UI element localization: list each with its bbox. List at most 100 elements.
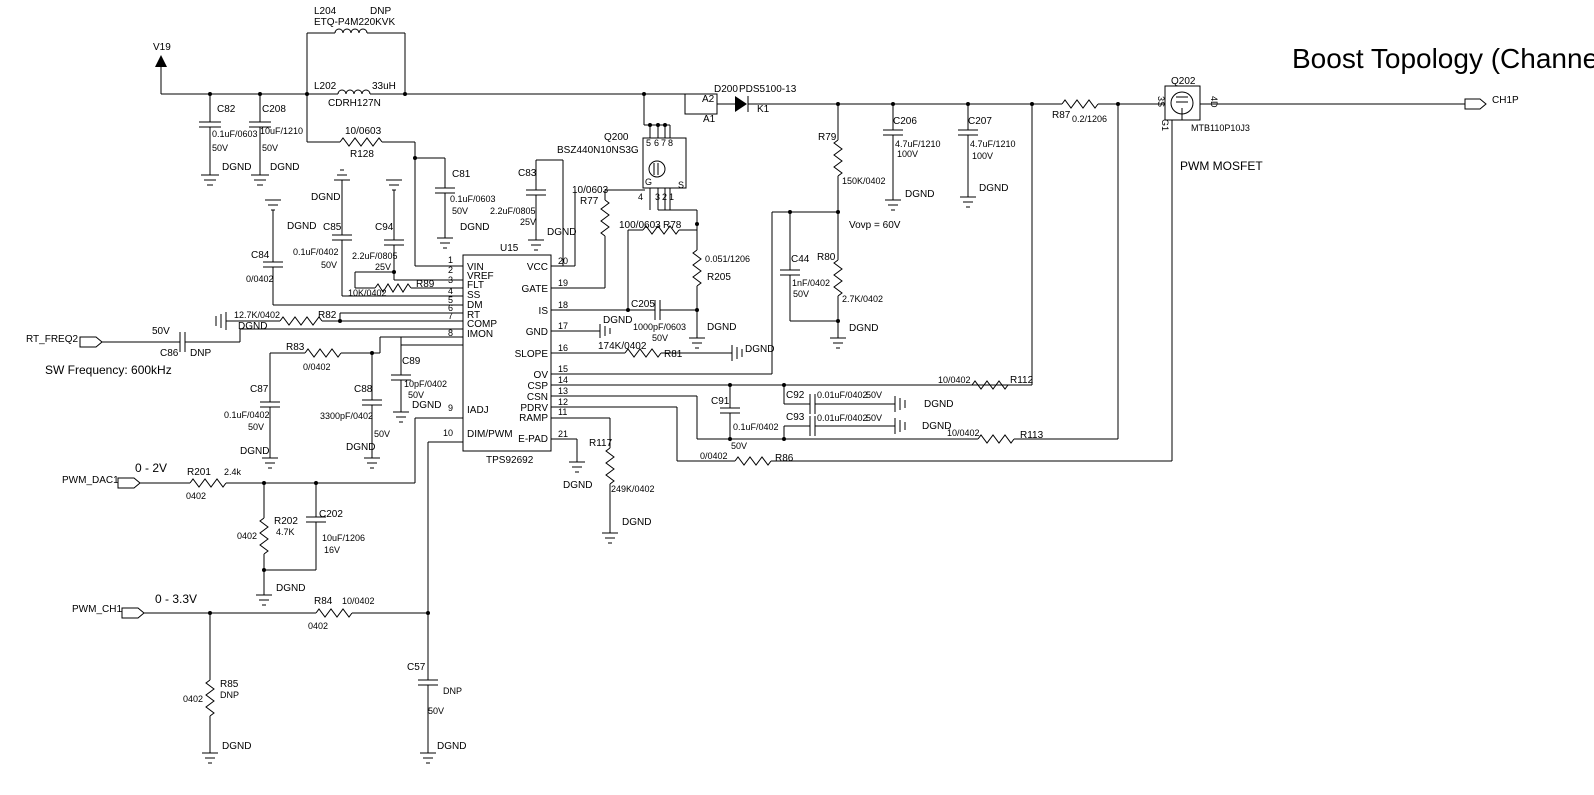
svg-text:25V: 25V <box>375 262 391 272</box>
svg-text:2.7K/0402: 2.7K/0402 <box>842 294 883 304</box>
svg-text:R112: R112 <box>1010 375 1034 386</box>
resistor-r117: R117 249K/0402 DGND <box>589 418 655 544</box>
svg-text:R89: R89 <box>416 279 435 290</box>
svg-text:VCC: VCC <box>527 262 548 273</box>
svg-text:DGND: DGND <box>311 192 340 203</box>
epad-ground: DGND <box>563 439 592 491</box>
svg-text:C88: C88 <box>354 384 373 395</box>
resistor-r84: R84 10/0402 0402 <box>144 596 430 631</box>
inductor-l204: L204 DNP ETQ-P4M220KVK <box>306 6 406 94</box>
svg-text:1nF/0402: 1nF/0402 <box>792 278 830 288</box>
resistor-r82: 12.7K/0402 DGND R82 <box>215 310 463 332</box>
svg-text:1: 1 <box>448 255 453 265</box>
svg-text:0.1uF/0603: 0.1uF/0603 <box>450 194 496 204</box>
svg-text:1: 1 <box>669 192 674 202</box>
svg-text:0/0402: 0/0402 <box>700 451 728 461</box>
svg-text:0.1uF/0402: 0.1uF/0402 <box>224 410 270 420</box>
svg-text:12.7K/0402: 12.7K/0402 <box>234 310 280 320</box>
svg-text:4D: 4D <box>1209 96 1219 108</box>
svg-text:15: 15 <box>558 364 568 374</box>
svg-text:DGND: DGND <box>849 323 878 334</box>
svg-text:0402: 0402 <box>308 621 328 631</box>
pwm-dac1-port: PWM_DAC1 <box>62 475 141 489</box>
svg-text:DGND: DGND <box>603 315 632 326</box>
svg-text:7: 7 <box>448 311 453 321</box>
svg-text:RT_FREQ2: RT_FREQ2 <box>26 334 78 345</box>
svg-text:0/0402: 0/0402 <box>246 274 274 284</box>
sw-frequency-note: SW Frequency: 600kHz <box>45 363 172 377</box>
svg-text:21: 21 <box>558 429 568 439</box>
svg-text:C202: C202 <box>319 509 343 520</box>
capacitor-c57: C57 DNP 50V DGND <box>407 613 466 764</box>
gnd-pin-ground: DGND <box>599 315 632 338</box>
svg-text:C206: C206 <box>893 116 917 127</box>
svg-text:50V: 50V <box>866 390 882 400</box>
ch1-range-note: 0 - 3.3V <box>155 592 197 606</box>
svg-text:IS: IS <box>539 306 549 317</box>
ic-u15: U15 TPS92692 1 VIN 2 VREF 3 FLT 4 SS 5 D… <box>443 243 568 466</box>
svg-text:10/0402: 10/0402 <box>938 375 971 385</box>
svg-text:C85: C85 <box>323 222 342 233</box>
svg-text:DGND: DGND <box>563 480 592 491</box>
svg-text:C205: C205 <box>631 299 655 310</box>
svg-text:C87: C87 <box>250 384 269 395</box>
svg-text:G1: G1 <box>1160 119 1170 131</box>
svg-text:50V: 50V <box>452 206 468 216</box>
svg-text:DGND: DGND <box>745 344 774 355</box>
svg-text:FLT: FLT <box>467 280 484 291</box>
svg-text:DIM/PWM: DIM/PWM <box>467 429 513 440</box>
resistor-r113: 10/0402 R113 <box>947 428 1118 444</box>
svg-text:50V: 50V <box>866 413 882 423</box>
resistor-r205: 0.051/1206 R205 DGND <box>689 249 750 349</box>
svg-text:GND: GND <box>526 327 548 338</box>
svg-text:50V: 50V <box>262 143 278 153</box>
svg-text:3S: 3S <box>1156 96 1166 107</box>
resistor-r87: R87 0.2/1206 <box>1052 99 1165 124</box>
svg-text:A1: A1 <box>703 114 716 125</box>
resistor-r201: R201 2.4k 0402 <box>140 417 463 501</box>
svg-text:C86: C86 <box>160 348 179 359</box>
svg-text:PDRV: PDRV <box>520 403 548 414</box>
capacitor-c82: C82 0.1uF/0603 50V DGND <box>199 94 258 186</box>
svg-text:R117: R117 <box>589 438 613 449</box>
svg-text:Q200: Q200 <box>604 132 629 143</box>
svg-text:0.051/1206: 0.051/1206 <box>705 254 750 264</box>
capacitor-c91: C91 0.1uF/0402 50V <box>711 385 779 451</box>
svg-text:C92: C92 <box>786 390 805 401</box>
svg-text:C94: C94 <box>375 222 394 233</box>
svg-text:K1: K1 <box>757 104 770 115</box>
svg-text:50V: 50V <box>248 422 264 432</box>
svg-text:GATE: GATE <box>522 284 549 295</box>
svg-text:DGND: DGND <box>287 221 316 232</box>
svg-text:L202: L202 <box>314 81 337 92</box>
svg-text:8: 8 <box>448 328 453 338</box>
svg-text:DNP: DNP <box>190 348 211 359</box>
resistor-r83: R83 0/0402 <box>270 336 463 372</box>
capacitor-c206: C206 4.7uF/1210 100V DGND <box>883 104 941 211</box>
svg-text:50V: 50V <box>428 706 444 716</box>
svg-text:150K/0402: 150K/0402 <box>842 176 886 186</box>
capacitor-c84: DGND C84 0/0402 <box>246 199 463 306</box>
svg-text:174K/0402: 174K/0402 <box>598 341 647 352</box>
svg-text:R85: R85 <box>220 679 239 690</box>
svg-text:RT: RT <box>467 310 480 321</box>
svg-text:0.1uF/0402: 0.1uF/0402 <box>733 422 779 432</box>
svg-text:18: 18 <box>558 300 568 310</box>
svg-text:0402: 0402 <box>183 694 203 704</box>
svg-text:R79: R79 <box>818 132 837 143</box>
resistor-r85: R85 DNP 0402 DGND <box>183 613 251 764</box>
svg-text:10pF/0402: 10pF/0402 <box>404 379 447 389</box>
svg-text:0402: 0402 <box>237 531 257 541</box>
svg-text:CSP: CSP <box>527 381 548 392</box>
svg-text:S: S <box>678 180 684 190</box>
svg-text:9: 9 <box>448 403 453 413</box>
svg-text:DGND: DGND <box>460 222 489 233</box>
svg-text:7: 7 <box>661 138 666 148</box>
pwm-ch1-port: PWM_CH1 <box>72 604 145 619</box>
svg-text:19: 19 <box>558 278 568 288</box>
svg-text:6: 6 <box>448 303 453 313</box>
svg-text:5: 5 <box>646 138 651 148</box>
dac-range-note: 0 - 2V <box>135 461 167 475</box>
svg-text:2.2uF/0805: 2.2uF/0805 <box>352 251 398 261</box>
